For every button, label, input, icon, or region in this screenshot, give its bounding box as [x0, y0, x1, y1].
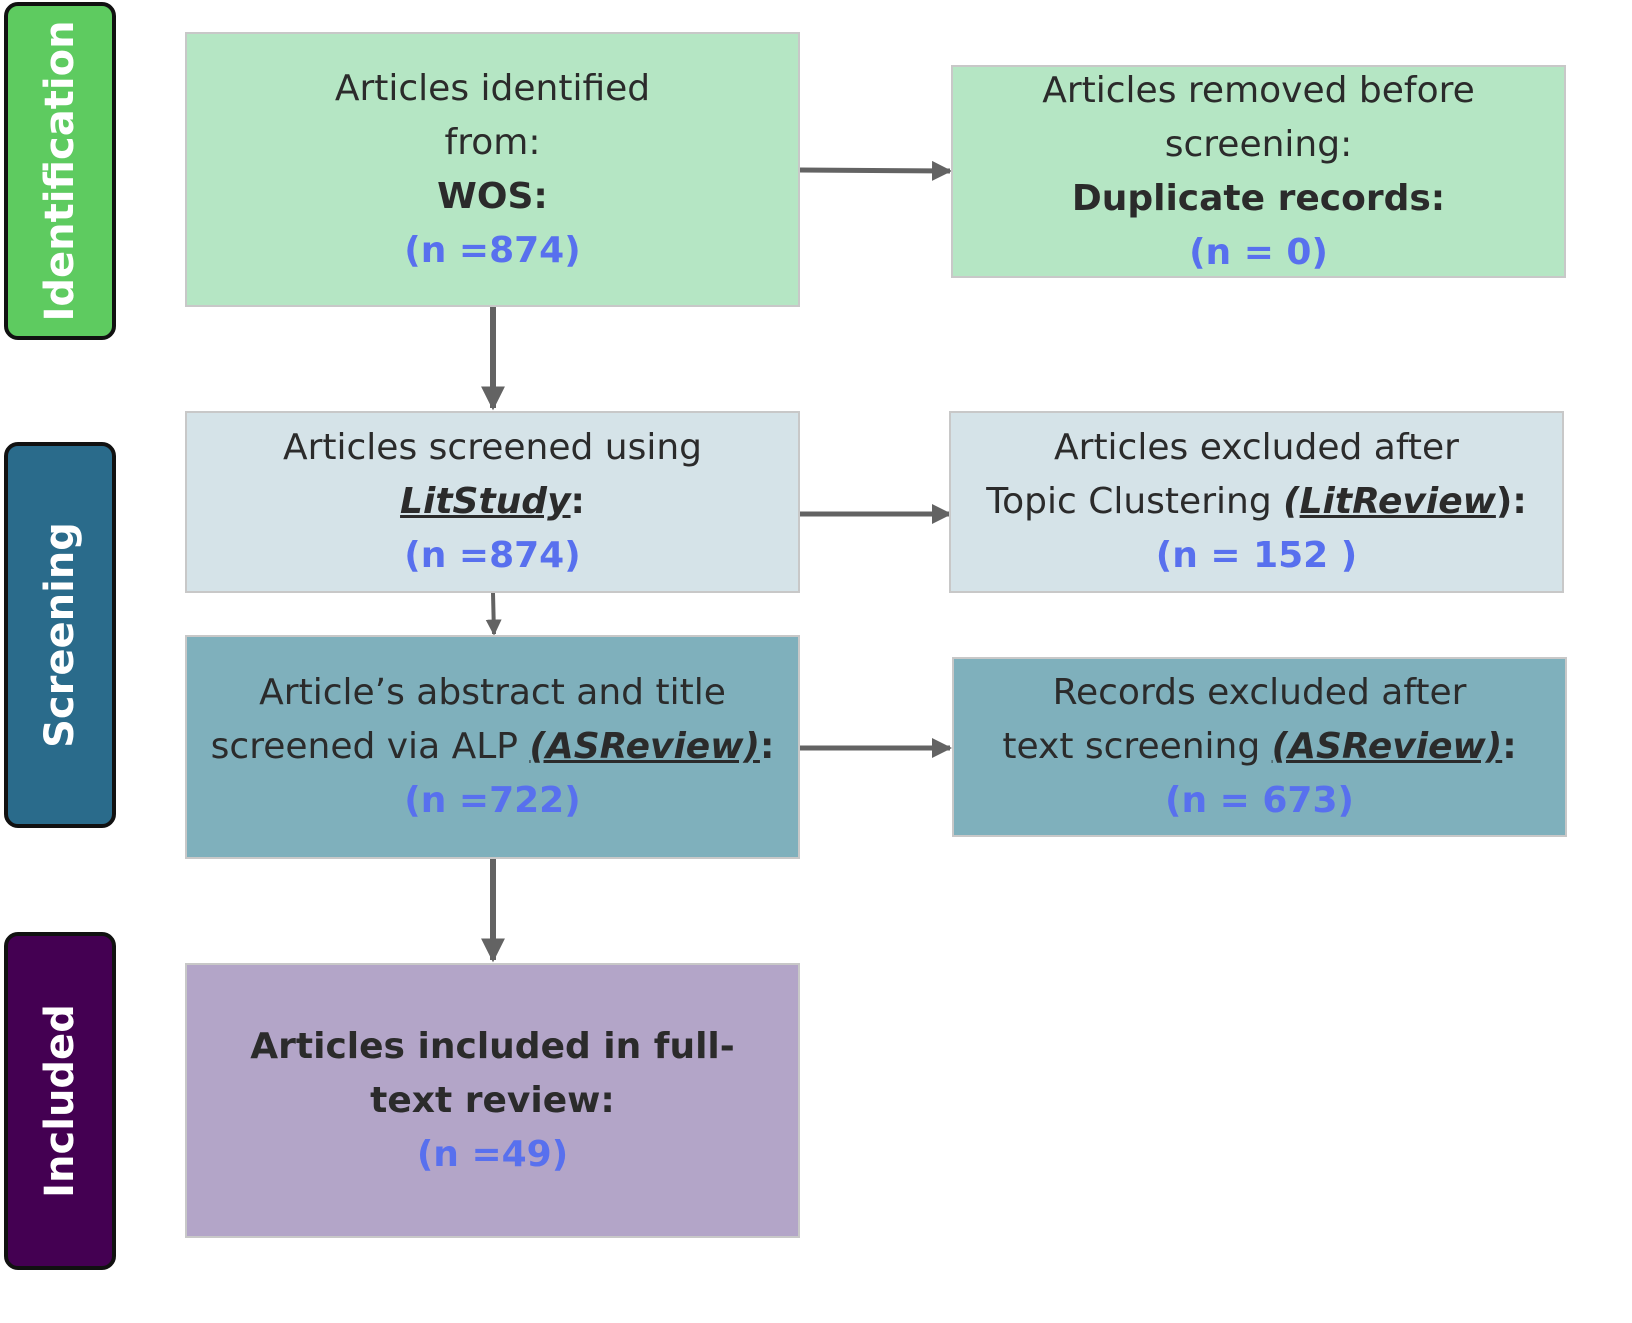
arrow-identified-to-removed [799, 160, 952, 181]
abstract-suffix: : [759, 726, 775, 767]
removed-count: (n = 0) [1189, 231, 1328, 273]
included-line1: Articles included in full- [250, 1025, 735, 1067]
excluded-topic-paren-close: ): [1495, 481, 1527, 522]
excluded-topic-line2-text: Topic Clustering [986, 481, 1284, 522]
abstract-tool: (ASReview) [529, 726, 760, 767]
removed-reason: Duplicate records: [1071, 177, 1446, 219]
stage-label-screening: Screening [4, 442, 116, 828]
included-line2: text review: [370, 1079, 615, 1121]
abstract-line2: screened via ALP (ASReview): [211, 720, 775, 774]
excluded-text-count: (n = 673) [1165, 780, 1354, 821]
box-articles-identified: Articles identified from: WOS: (n =874) [185, 32, 800, 307]
stage-label-identification: Identification [4, 2, 116, 340]
identified-line2: from: [444, 121, 541, 163]
box-articles-removed: Articles removed before screening: Dupli… [951, 65, 1566, 278]
identified-count: (n =874) [404, 229, 581, 271]
box-articles-included: Articles included in full- text review: … [185, 963, 800, 1238]
box-excluded-topic-clustering: Articles excluded after Topic Clustering… [949, 411, 1564, 593]
removed-line2: screening: [1164, 123, 1353, 165]
excluded-text-line1: Records excluded after [1052, 672, 1467, 713]
included-count: (n =49) [416, 1133, 569, 1175]
screened-count: (n =874) [404, 535, 581, 576]
removed-line1: Articles removed before [1042, 69, 1475, 111]
arrow-screened-to-abstract [485, 592, 502, 636]
excluded-text-suffix: : [1502, 726, 1517, 767]
excluded-text-tool: (ASReview) [1271, 726, 1503, 767]
screened-line2: LitStudy: [400, 475, 585, 529]
identified-line1: Articles identified [334, 67, 651, 109]
excluded-text-line2-text: text screening [1002, 726, 1272, 767]
excluded-text-line2: text screening (ASReview): [1002, 720, 1516, 774]
screened-line1: Articles screened using [282, 427, 703, 468]
box-excluded-text-screening: Records excluded after text screening (A… [952, 657, 1567, 837]
excluded-topic-line1: Articles excluded after [1054, 427, 1459, 468]
excluded-topic-tool: LitReview [1299, 481, 1496, 522]
screened-suffix: : [570, 481, 585, 522]
abstract-count: (n =722) [404, 780, 581, 821]
screened-tool: LitStudy [400, 481, 571, 522]
box-abstract-title-screened: Article’s abstract and title screened vi… [185, 635, 800, 859]
excluded-topic-line2: Topic Clustering (LitReview): [986, 475, 1527, 529]
abstract-line1: Article’s abstract and title [259, 672, 726, 713]
excluded-topic-paren-open: ( [1283, 481, 1300, 522]
box-articles-screened: Articles screened using LitStudy: (n =87… [185, 411, 800, 593]
identified-source: WOS: [437, 175, 548, 217]
excluded-topic-count: (n = 152 ) [1155, 535, 1358, 576]
abstract-line2-text: screened via ALP [210, 726, 530, 767]
stage-label-included: Included [4, 932, 116, 1270]
